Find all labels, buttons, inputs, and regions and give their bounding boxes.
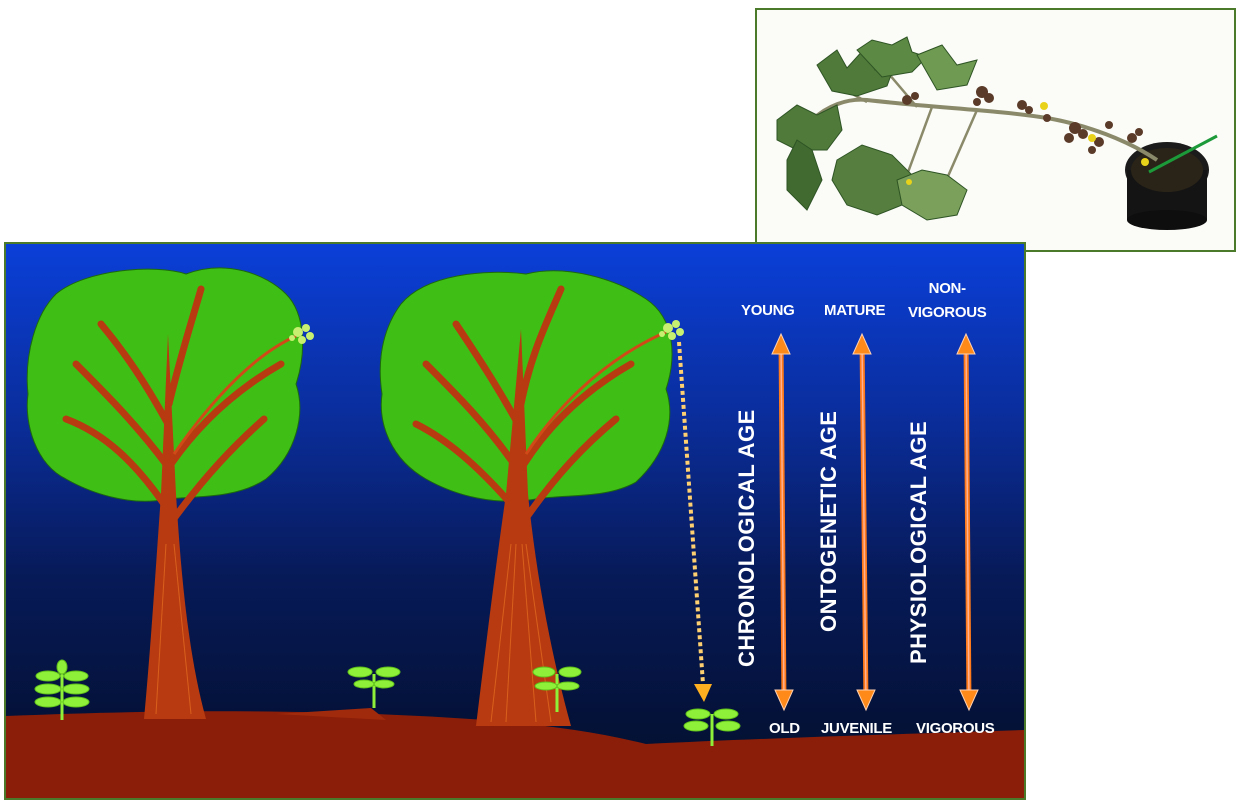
plant-photo-illustration <box>757 10 1234 250</box>
seedling-2 <box>348 667 400 708</box>
label-juvenile: JUVENILE <box>821 720 892 737</box>
tree-age-diagram: YOUNG MATURE NON- VIGOROUS OLD JUVENILE … <box>4 242 1026 800</box>
label-young: YOUNG <box>741 302 795 319</box>
label-ontogenetic-age: ONTOGENETIC AGE <box>816 411 842 632</box>
label-old: OLD <box>769 720 800 737</box>
pot-soil <box>1131 148 1203 192</box>
tree-1 <box>27 268 314 719</box>
plant-photo <box>755 8 1236 252</box>
fall-arrow-line <box>679 342 703 684</box>
plant-leaves <box>777 37 977 220</box>
label-physiological-age: PHYSIOLOGICAL AGE <box>906 421 932 664</box>
label-chronological-age: CHRONOLOGICAL AGE <box>734 409 760 667</box>
diagram-illustration <box>6 244 1024 798</box>
label-vigorous: VIGOROUS <box>916 720 994 737</box>
plant-fruit-clusters <box>902 86 1143 154</box>
seedling-1 <box>35 660 89 720</box>
fall-arrow-head <box>694 684 712 702</box>
label-mature: MATURE <box>824 302 885 319</box>
label-non-vigorous: NON- VIGOROUS <box>908 277 986 325</box>
tree-2 <box>380 271 684 726</box>
